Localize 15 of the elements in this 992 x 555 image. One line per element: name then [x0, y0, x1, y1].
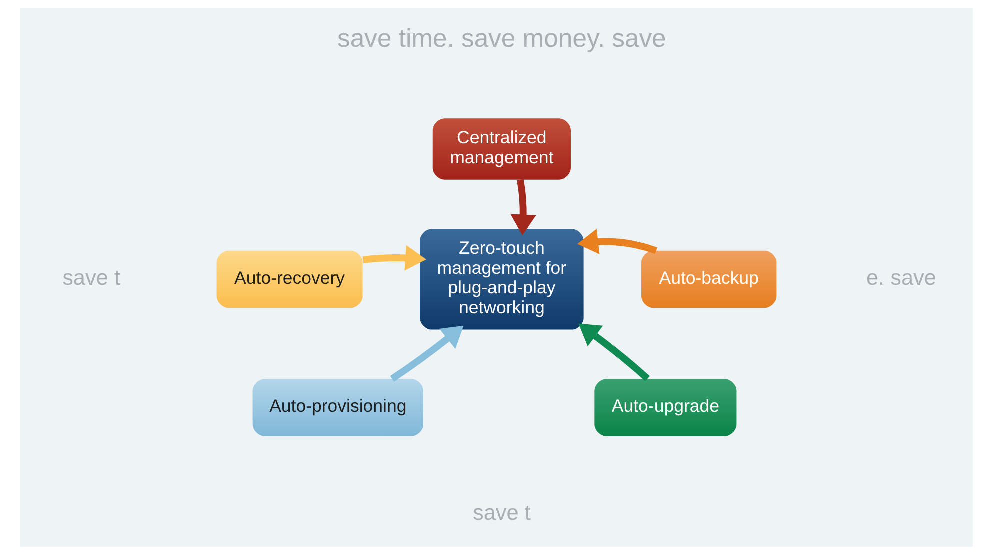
arrow: [578, 324, 650, 382]
arrow: [390, 326, 464, 382]
node-box: Auto-provisioning: [252, 379, 423, 436]
arrow: [362, 245, 426, 271]
label: save time. save money. save: [337, 24, 666, 53]
node-box: Auto-backup: [641, 250, 776, 308]
node-box: Centralized management: [432, 118, 570, 180]
arrow: [577, 229, 657, 254]
node-box: Auto-upgrade: [594, 379, 736, 436]
label: save t: [472, 500, 530, 525]
node-box: Auto-recovery: [216, 250, 362, 308]
node-box: Zero-touch management for plug-and-play networking: [420, 229, 584, 330]
label: e. save: [866, 265, 936, 290]
label: save t: [62, 265, 120, 290]
arrow: [510, 179, 536, 236]
